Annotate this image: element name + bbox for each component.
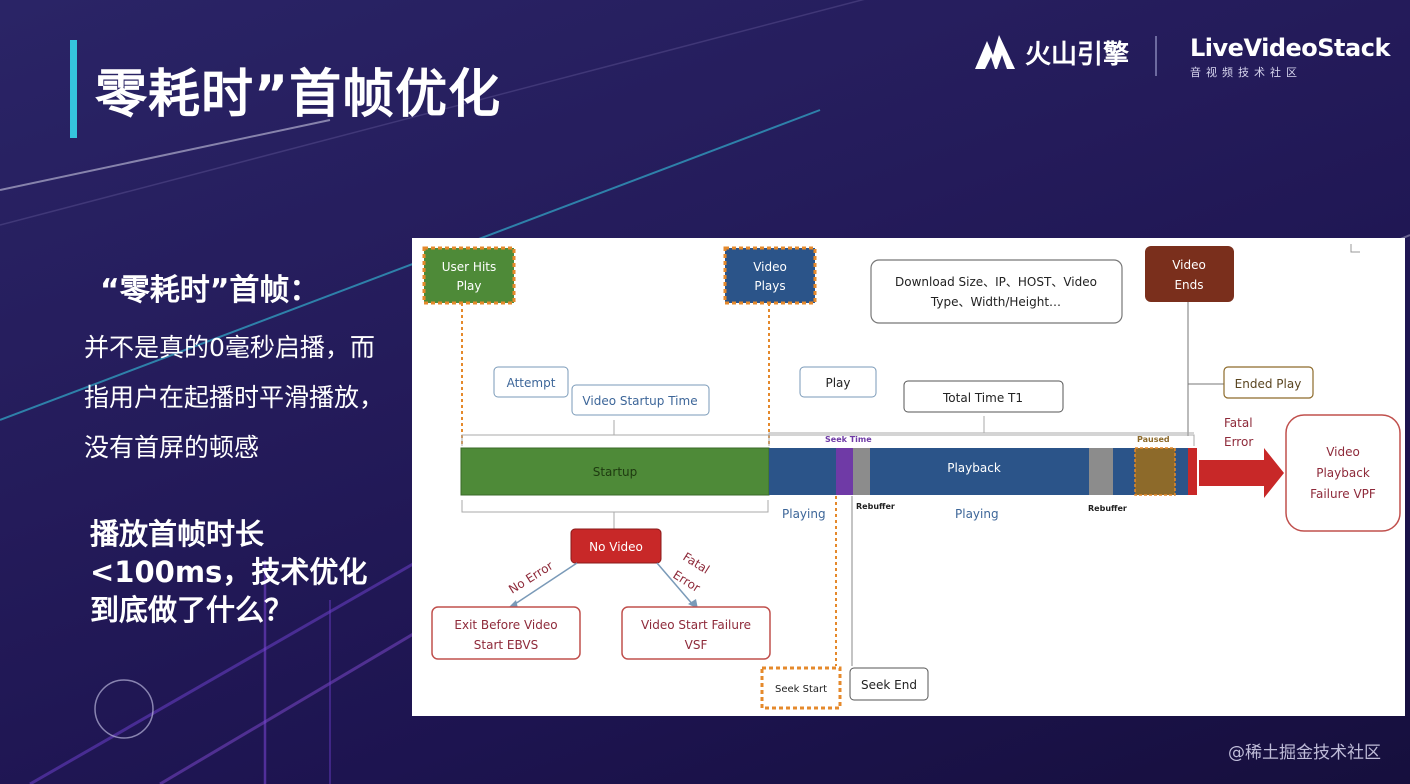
rebuffer-segment-left bbox=[853, 448, 870, 495]
rebuffer-left-label: Rebuffer bbox=[856, 502, 895, 511]
seek-start-label: Seek Start bbox=[775, 684, 827, 695]
user-hits-play-line1: User Hits bbox=[442, 260, 496, 274]
side-question: 播放首帧时长 <100ms，技术优化 到底做了什么？ bbox=[90, 517, 368, 627]
seek-start-box: Seek Start bbox=[760, 666, 842, 710]
diagram-panel: User Hits Play Video Plays Download Size… bbox=[412, 238, 1405, 716]
vpf-line1: Video bbox=[1326, 445, 1360, 459]
side-body: 并不是真的0毫秒启播，而 指用户在起播时平滑播放， 没有首屏的顿感 bbox=[84, 333, 385, 462]
startup-label: Startup bbox=[593, 465, 638, 479]
video-ends-line1: Video bbox=[1172, 258, 1206, 272]
video-startup-time-box: Video Startup Time bbox=[571, 384, 710, 416]
seek-end-label: Seek End bbox=[861, 678, 917, 692]
download-info-box: Download Size、IP、HOST、Video Type、Width/H… bbox=[870, 259, 1123, 324]
playback-timeline-diagram: User Hits Play Video Plays Download Size… bbox=[422, 244, 1401, 710]
video-ends-box: Video Ends bbox=[1145, 246, 1234, 302]
ended-play-label: Ended Play bbox=[1235, 377, 1302, 391]
video-ends-line2: Ends bbox=[1174, 278, 1203, 292]
seek-time-label: Seek Time bbox=[825, 435, 872, 444]
vsf-line1: Video Start Failure bbox=[641, 618, 751, 632]
ebvs-line1: Exit Before Video bbox=[454, 618, 557, 632]
title-accent-bar bbox=[70, 40, 77, 138]
end-segment bbox=[1188, 448, 1197, 495]
play-label: Play bbox=[825, 376, 850, 390]
livevideostack-logo: LiveVideoStack 音视频技术社区 bbox=[1190, 34, 1390, 80]
brand2-subtitle: 音视频技术社区 bbox=[1190, 66, 1302, 79]
fatal-error-right-line1: Fatal bbox=[1224, 416, 1253, 430]
no-error-label: No Error bbox=[506, 558, 555, 596]
side-heading: “零耗时”首帧： bbox=[100, 273, 320, 308]
video-plays-line1: Video bbox=[753, 260, 787, 274]
video-plays-box: Video Plays bbox=[723, 246, 817, 305]
total-time-label: Total Time T1 bbox=[942, 391, 1023, 405]
seek-end-box: Seek End bbox=[849, 667, 929, 701]
ended-play-box: Ended Play bbox=[1223, 366, 1314, 399]
user-hits-play-box: User Hits Play bbox=[422, 246, 516, 305]
vpf-box: Video Playback Failure VPF bbox=[1285, 414, 1401, 532]
no-video-label: No Video bbox=[589, 540, 643, 554]
brand2-text: LiveVideoStack bbox=[1190, 34, 1390, 62]
watermark: @稀土掘金技术社区 bbox=[1228, 743, 1381, 763]
play-box: Play bbox=[799, 366, 877, 398]
rebuffer-right-label: Rebuffer bbox=[1088, 504, 1127, 513]
vsf-line2: VSF bbox=[685, 638, 708, 652]
fatal-arrow bbox=[1199, 448, 1284, 498]
attempt-label: Attempt bbox=[507, 376, 556, 390]
paused-segment bbox=[1134, 447, 1176, 496]
video-startup-time-label: Video Startup Time bbox=[582, 394, 697, 408]
logo-divider bbox=[1155, 36, 1157, 76]
no-video-box: No Video bbox=[570, 528, 662, 564]
seek-segment bbox=[836, 448, 853, 495]
attempt-box: Attempt bbox=[493, 366, 569, 398]
fatal-error-right-line2: Error bbox=[1224, 435, 1253, 449]
ebvs-box: Exit Before Video Start EBVS bbox=[431, 606, 581, 660]
mountain-icon bbox=[975, 35, 1015, 69]
user-hits-play-line2: Play bbox=[456, 279, 481, 293]
ebvs-line2: Start EBVS bbox=[474, 638, 538, 652]
vpf-line3: Failure VPF bbox=[1310, 487, 1376, 501]
playing-left-label: Playing bbox=[782, 507, 826, 521]
paused-label: Paused bbox=[1137, 435, 1170, 444]
download-info-line2: Type、Width/Height… bbox=[930, 295, 1061, 309]
page-title: 零耗时”首帧优化 bbox=[95, 65, 502, 125]
playing-mid-label: Playing bbox=[955, 507, 999, 521]
volcano-engine-logo: 火山引擎 bbox=[975, 32, 1129, 72]
startup-segment bbox=[460, 447, 770, 496]
playback-label: Playback bbox=[947, 461, 1001, 475]
video-plays-line2: Plays bbox=[754, 279, 785, 293]
rebuffer-segment-right bbox=[1089, 448, 1113, 495]
vpf-line2: Playback bbox=[1316, 466, 1370, 480]
download-info-line1: Download Size、IP、HOST、Video bbox=[895, 275, 1097, 289]
brand1-text: 火山引擎 bbox=[1025, 39, 1130, 70]
vsf-box: Video Start Failure VSF bbox=[621, 606, 771, 660]
total-time-box: Total Time T1 bbox=[903, 380, 1064, 413]
